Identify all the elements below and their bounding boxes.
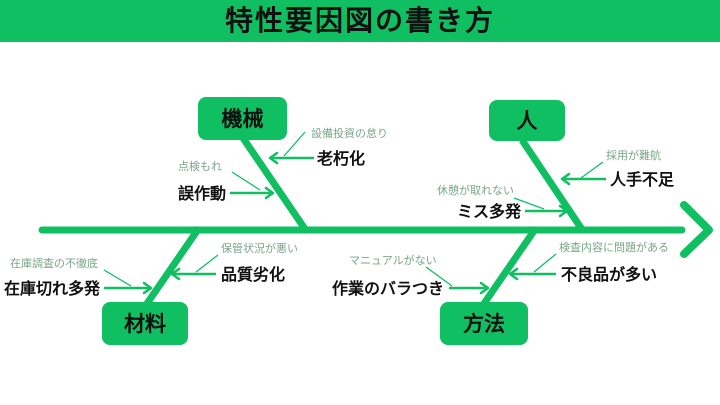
annotation-leader-line xyxy=(195,254,219,273)
cause-label: 不良品が多い xyxy=(561,265,657,284)
category-method: 方法 不良品が多い 検査内容に問題がある 作業のバラつき マニュアルがない xyxy=(332,240,669,345)
cause-quality-degradation: 品質劣化 保管状況が悪い xyxy=(170,241,298,284)
cause-many-defects: 不良品が多い 検査内容に問題がある xyxy=(508,240,669,284)
annotation-leader-line xyxy=(425,266,453,287)
annotation-leader-line xyxy=(580,161,604,179)
cause-annotation: 設備投資の怠り xyxy=(311,126,388,140)
bone-material xyxy=(143,226,202,307)
annotation-leader-line xyxy=(283,131,306,157)
cause-annotation: マニュアルがない xyxy=(349,253,437,267)
cause-annotation: 採用が難航 xyxy=(606,148,661,162)
cause-labor-shortage: 人手不足 採用が難航 xyxy=(560,148,675,189)
category-label-method: 方法 xyxy=(463,312,505,336)
cause-label: 作業のバラつき xyxy=(332,279,444,298)
category-label-machine: 機械 xyxy=(222,107,264,131)
cause-label: ミス多発 xyxy=(457,202,522,221)
cause-annotation: 在庫調査の不徹底 xyxy=(10,256,98,270)
page-title: 特性要因図の書き方 xyxy=(224,4,495,37)
cause-stockout: 在庫切れ多発 在庫調査の不徹底 xyxy=(4,256,153,298)
cause-label: 品質劣化 xyxy=(221,265,285,284)
annotation-leader-line xyxy=(513,197,545,210)
category-person: 人 人手不足 採用が難航 ミス多発 休憩が取れない xyxy=(437,100,675,221)
category-label-material: 材料 xyxy=(124,312,166,336)
cause-aging: 老朽化 設備投資の怠り xyxy=(268,126,388,168)
category-box-material xyxy=(102,302,188,345)
cause-frequent-mistakes: ミス多発 休憩が取れない xyxy=(437,183,569,221)
cause-label: 在庫切れ多発 xyxy=(4,279,101,298)
cause-label: 人手不足 xyxy=(610,170,675,189)
spine-arrowhead-icon xyxy=(680,201,713,258)
bone-machine xyxy=(240,136,310,234)
cause-annotation: 保管状況が悪い xyxy=(221,241,298,255)
title-bar: 特性要因図の書き方 xyxy=(0,0,720,42)
category-box-machine xyxy=(198,97,287,140)
category-box-method xyxy=(440,302,528,345)
cause-label: 誤作動 xyxy=(178,184,226,203)
annotation-leader-line xyxy=(533,253,557,273)
category-label-person: 人 xyxy=(517,109,538,133)
cause-annotation: 検査内容に問題がある xyxy=(559,240,669,254)
category-machine: 機械 老朽化 設備投資の怠り 誤作動 点検もれ xyxy=(178,97,388,203)
bone-person xyxy=(519,138,586,233)
annotation-leader-line xyxy=(103,269,132,287)
cause-work-variation: 作業のバラつき マニュアルがない xyxy=(332,253,490,298)
cause-malfunction: 誤作動 点検もれ xyxy=(178,159,275,203)
annotation-leader-line xyxy=(231,171,261,191)
cause-label: 老朽化 xyxy=(316,149,365,168)
cause-annotation: 休憩が取れない xyxy=(437,183,514,197)
bone-method xyxy=(480,226,539,307)
category-material: 材料 品質劣化 保管状況が悪い 在庫切れ多発 在庫調査の不徹底 xyxy=(4,241,298,345)
category-box-person xyxy=(489,100,565,141)
cause-annotation: 点検もれ xyxy=(178,159,222,173)
